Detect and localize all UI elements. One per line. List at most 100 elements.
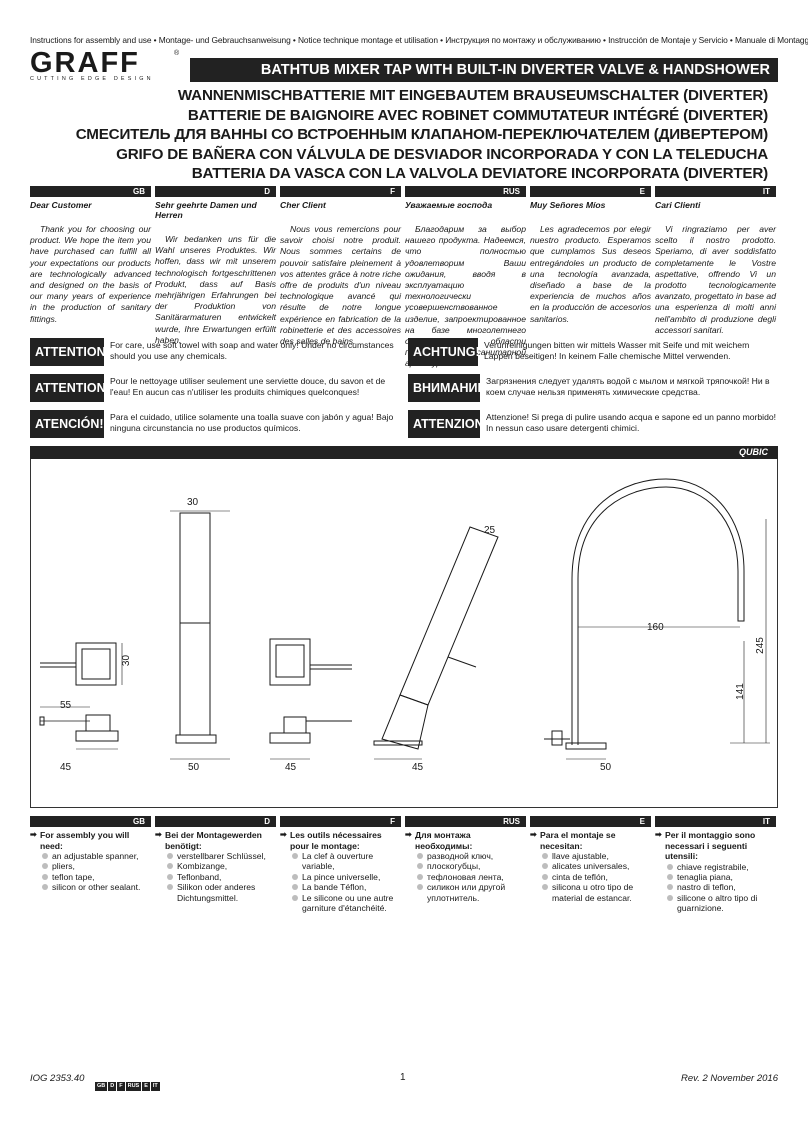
list-item: Kombizange, xyxy=(167,861,276,871)
bullet-icon xyxy=(42,853,48,859)
footer-tag: RUS xyxy=(125,1082,142,1091)
list-item: silicona u otro tipo de material de esta… xyxy=(542,882,651,903)
footer-tag: IT xyxy=(150,1082,160,1091)
arrow-icon: ➡ xyxy=(530,830,537,839)
angled-handshower xyxy=(373,526,499,760)
assembly-column-e: E ➡Para el montaje se necesitan: llave a… xyxy=(530,816,651,903)
notice-text: Pour le nettoyage utiliser seulement une… xyxy=(110,376,386,397)
bullet-icon xyxy=(292,884,298,891)
list-item: La pince universelle, xyxy=(292,872,401,882)
subtitle-es: GRIFO DE BAÑERA CON VÁLVULA DE DESVIADOR… xyxy=(116,145,768,163)
list-item: тефлоновая лента, xyxy=(417,872,526,882)
intro-text: Nous vous remercions pour savoir choisi … xyxy=(280,224,401,347)
tool-list: chiave registrabile, tenaglia piana, nas… xyxy=(655,862,776,914)
intro-heading: Cher Client xyxy=(280,200,326,210)
arrow-icon: ➡ xyxy=(655,830,662,839)
bullet-icon xyxy=(167,863,173,870)
list-item: Silikon oder anderes Dichtungsmittel. xyxy=(167,882,276,903)
list-item: разводной ключ, xyxy=(417,851,526,861)
lang-tag: RUS xyxy=(405,186,526,197)
dim-handle-height: 30 xyxy=(121,654,133,667)
intro-column-d: D Sehr geehrte Damen und Herren Wir beda… xyxy=(155,186,276,346)
assembly-column-d: D ➡Bei der Montagewerden benötigt: verst… xyxy=(155,816,276,903)
list-item: chiave registrabile, xyxy=(667,862,776,872)
subtitle-fr: BATTERIE DE BAIGNOIRE AVEC ROBINET COMMU… xyxy=(187,106,768,124)
lang-tag: E xyxy=(530,816,651,827)
intro-column-it: IT Cari Clienti Vi ringraziamo per aver … xyxy=(655,186,776,336)
list-item: Le silicone ou une autre garniture d'éta… xyxy=(292,893,401,914)
notice-text: Attenzione! Si prega di pulire usando ac… xyxy=(486,412,777,433)
assembly-column-it: IT ➡Per il montaggio sono necessari i se… xyxy=(655,816,776,914)
intro-heading: Sehr geehrte Damen und Herren xyxy=(155,200,257,220)
lang-tag: F xyxy=(280,186,401,197)
list-item: silicon or other sealant. xyxy=(42,882,151,892)
list-item: La bande Téflon, xyxy=(292,882,401,892)
tool-list: llave ajustable, alicates universales, c… xyxy=(530,851,651,903)
dim-base-width-5: 50 xyxy=(600,762,612,773)
list-item: Teflonband, xyxy=(167,872,276,882)
header-languages-line: Instructions for assembly and use • Mont… xyxy=(30,35,808,45)
logo-tagline: CUTTING EDGE DESIGN xyxy=(30,76,154,82)
bullet-icon xyxy=(667,884,673,891)
lang-tag: GB xyxy=(30,816,151,827)
bullet-icon xyxy=(42,863,48,870)
bullet-icon xyxy=(542,873,548,880)
bullet-icon xyxy=(42,884,48,891)
arrow-icon: ➡ xyxy=(280,830,287,839)
bullet-icon xyxy=(292,853,298,859)
subtitle-ru: СМЕСИТЕЛЬ ДЛЯ ВАННЫ СО ВСТРОЕННЫМ КЛАПАН… xyxy=(75,126,768,143)
notice-text: Para el cuidado, utilice solamente una t… xyxy=(110,412,394,433)
list-item: an adjustable spanner, xyxy=(42,851,151,861)
dim-base-width-2: 50 xyxy=(188,762,200,773)
notice-label: ATTENZIONE! xyxy=(408,410,496,438)
bullet-icon xyxy=(167,853,173,859)
bullet-icon xyxy=(417,873,423,880)
lang-tag: E xyxy=(530,186,651,197)
intro-heading: Cari Clienti xyxy=(655,200,701,210)
notice-fr: ATTENTION! Pour le nettoyage utiliser se… xyxy=(30,374,400,402)
bullet-icon xyxy=(42,873,48,880)
assembly-column-rus: RUS ➡Для монтажа необходимы: разводной к… xyxy=(405,816,526,903)
intro-column-gb: GB Dear Customer Thank you for choosing … xyxy=(30,186,151,325)
bullet-icon xyxy=(417,884,423,891)
arrow-icon: ➡ xyxy=(155,830,162,839)
bullet-icon xyxy=(292,873,298,880)
dim-base-width-4: 45 xyxy=(412,762,424,773)
intro-text: Thank you for choosing our product. We h… xyxy=(30,224,151,324)
notice-gb: ATTENTION! For care, use soft towel with… xyxy=(30,338,400,366)
intro-text: Wir bedanken uns für die Wahl unseres Pr… xyxy=(155,234,276,345)
notice-label: ATTENTION! xyxy=(30,338,110,366)
assembly-title: ➡Bei der Montagewerden benötigt: xyxy=(155,830,262,851)
bullet-icon xyxy=(542,853,548,859)
dim-base-width-3: 45 xyxy=(285,762,297,773)
model-name-bar: QUBIC xyxy=(30,446,778,459)
assembly-column-f: F ➡Les outils nécessaires pour le montag… xyxy=(280,816,401,913)
bullet-icon xyxy=(667,873,673,880)
bullet-icon xyxy=(417,863,423,870)
assembly-column-gb: GB ➡For assembly you will need: an adjus… xyxy=(30,816,151,893)
logo-registered-mark: ® xyxy=(174,50,180,57)
footer-tag: E xyxy=(142,1082,150,1091)
bullet-icon xyxy=(167,884,173,891)
notice-text: For care, use soft towel with soap and w… xyxy=(110,340,394,361)
bullet-icon xyxy=(542,863,548,870)
list-item: verstellbarer Schlüssel, xyxy=(167,851,276,861)
intro-column-e: E Muy Señores Míos Les agradecemos por e… xyxy=(530,186,651,325)
notice-it: ATTENZIONE! Attenzione! Si prega di puli… xyxy=(408,410,778,438)
dim-handshower-square: 25 xyxy=(484,525,496,536)
lang-tag: F xyxy=(280,816,401,827)
handshower-column xyxy=(170,510,230,760)
assembly-title: ➡Per il montaggio sono necessari i segue… xyxy=(655,830,756,861)
dim-lever-length: 55 xyxy=(60,700,72,711)
list-item: silicone o altro tipo di guarnizione. xyxy=(667,893,776,914)
list-item: плоскогубцы, xyxy=(417,861,526,871)
dim-outlet-height: 141 xyxy=(734,683,746,700)
translated-titles: WANNENMISCHBATTERIE MIT EINGEBAUTEM BRAU… xyxy=(76,86,768,184)
lang-tag: GB xyxy=(30,186,151,197)
dim-base-width-1: 45 xyxy=(60,762,72,773)
assembly-title: ➡Для монтажа необходимы: xyxy=(405,830,473,851)
footer-tag: F xyxy=(117,1082,125,1091)
bullet-icon xyxy=(542,884,548,891)
tool-list: verstellbarer Schlüssel, Kombizange, Tef… xyxy=(155,851,276,903)
